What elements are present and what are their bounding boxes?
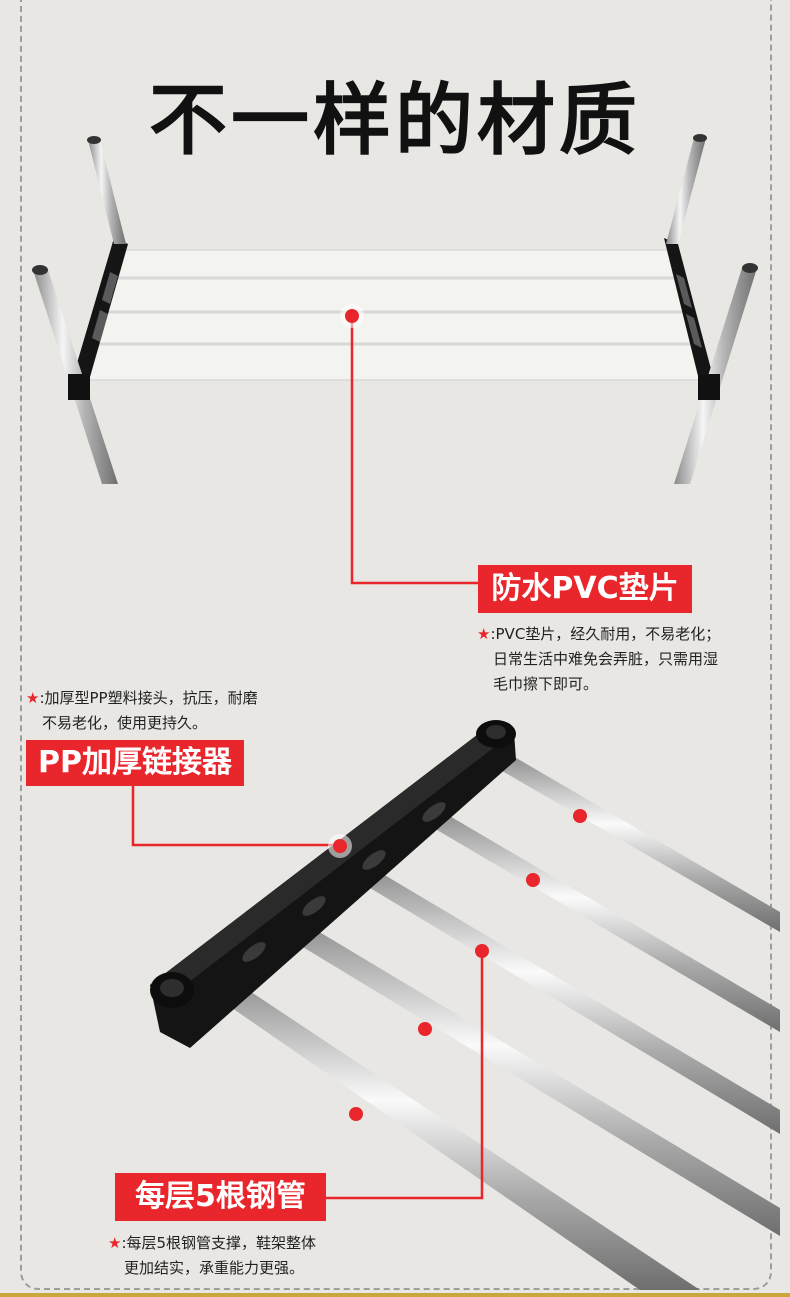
steel-tube [420,808,780,1032]
bottom-accent-line [0,1293,790,1297]
tubes-label: 每层5根钢管 [115,1173,326,1221]
connector-closeup [150,720,780,1290]
pvc-panel [79,249,707,381]
callout-line-pvc [350,317,484,585]
star-icon: ★ [108,1234,122,1252]
pvc-desc-line: 日常生活中难免会弄脏，只需用湿 [493,650,719,668]
pvc-description: ★:PVC垫片，经久耐用，不易老化； 日常生活中难免会弄脏，只需用湿 毛巾擦下即… [477,622,720,697]
connector-end-right-hole [486,725,506,739]
callout-line-pp [131,786,340,847]
marker-dot [475,944,489,958]
marker-dot [526,873,540,887]
left-frame-hole [102,272,118,304]
left-pole-sleeve [68,374,90,400]
connector-top-face [150,725,514,992]
left-back-pole [88,140,126,244]
right-frame-hole [686,314,702,348]
pp-desc-line: ★:加厚型PP塑料接头，抗压，耐磨 [26,689,258,707]
connector-end-left-hole [160,979,184,997]
pole-cap [742,263,758,273]
star-icon: ★ [26,689,40,707]
right-frame-hole [676,274,692,308]
steel-tube [278,918,780,1236]
connector-lattice [242,802,446,962]
tubes-description: ★:每层5根钢管支撑，鞋架整体 更加结实，承重能力更强。 [108,1231,316,1281]
tubes-desc-line: 更加结实，承重能力更强。 [124,1259,305,1277]
steel-tube [350,864,780,1134]
pp-desc-line: 不易老化，使用更持久。 [42,714,208,732]
callout-line-tubes [326,952,484,1200]
pvc-desc-line: ★:PVC垫片，经久耐用，不易老化； [477,625,721,643]
right-back-pole [666,138,706,244]
pole-cap [693,134,707,142]
pvc-label: 防水PVC垫片 [478,565,692,613]
pp-connector-bar [150,725,516,1048]
pp-label: PP加厚链接器 [26,740,244,786]
pvc-desc-line: 毛巾擦下即可。 [493,675,599,693]
callout-lines [131,317,484,1200]
pp-description: ★:加厚型PP塑料接头，抗压，耐磨 不易老化，使用更持久。 [26,686,258,736]
pole-cap [87,136,101,144]
steel-tube [206,974,700,1290]
shelf-top-view [32,134,758,484]
star-icon: ★ [477,625,491,643]
left-frame-hole [92,310,108,342]
tubes-desc-line: ★:每层5根钢管支撑，鞋架整体 [108,1234,317,1252]
marker-dot [345,309,359,323]
steel-tube [490,752,780,932]
marker-dot [418,1022,432,1036]
marker-dot [573,809,587,823]
page-title: 不一样的材质 [148,76,641,166]
marker-dots [328,304,587,1121]
right-pole-sleeve [698,374,720,400]
marker-dot [349,1107,363,1121]
marker-dot [333,839,347,853]
pole-cap [32,265,48,275]
